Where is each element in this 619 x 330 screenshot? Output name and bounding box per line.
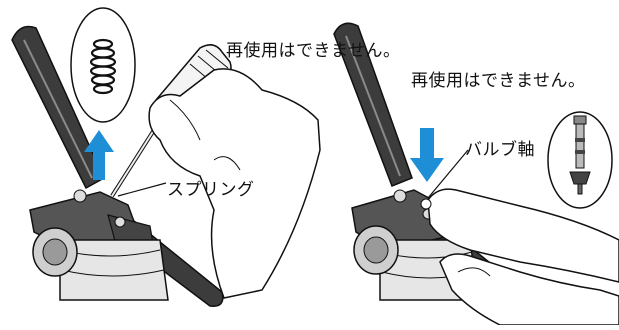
hand-left bbox=[148, 68, 321, 299]
arrow-up-icon bbox=[84, 130, 114, 180]
leader-line-valve bbox=[427, 149, 469, 199]
valve-stem-label: バルブ軸 bbox=[465, 140, 535, 160]
reuse-warning-right: 再使用はできません。 bbox=[411, 71, 586, 91]
leader-line-spring bbox=[117, 182, 167, 197]
spring-inset bbox=[70, 7, 136, 123]
cylinder-body bbox=[32, 227, 169, 301]
spring-label: スプリング bbox=[167, 180, 255, 200]
valve-stem-icon bbox=[569, 115, 591, 195]
valve-inset bbox=[547, 111, 613, 209]
right-panel bbox=[333, 22, 619, 326]
hand-right-upper bbox=[427, 188, 619, 283]
left-panel bbox=[11, 7, 321, 307]
arrow-down-icon bbox=[410, 128, 444, 182]
spring-icon bbox=[89, 38, 117, 95]
reuse-warning-left: 再使用はできません。 bbox=[226, 41, 401, 61]
